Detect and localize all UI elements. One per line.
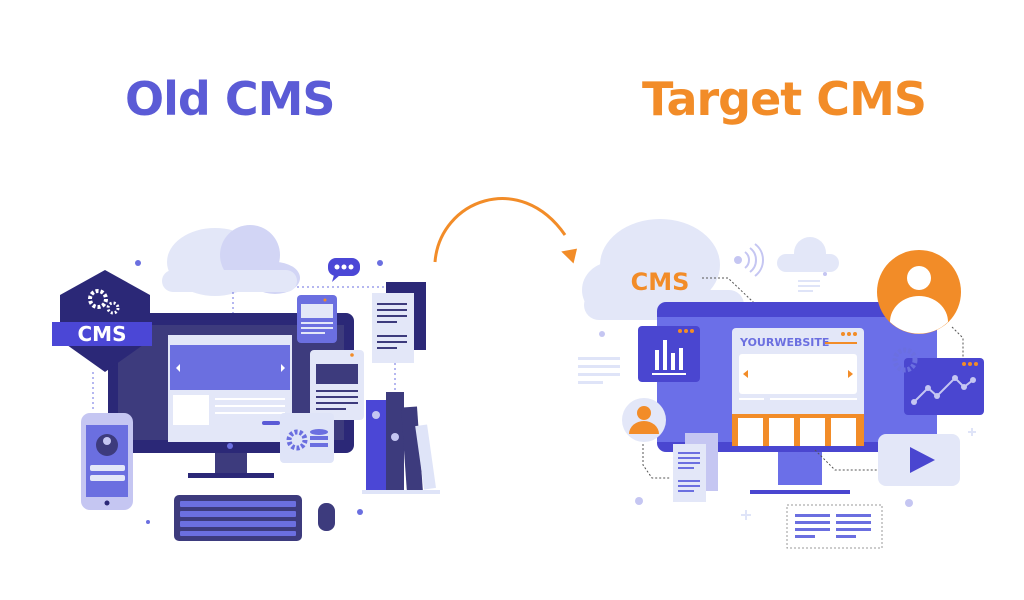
video-play-card [878,434,960,486]
database-settings-icon [280,413,334,463]
avatar-large-icon [877,250,961,334]
gear-icon [892,347,918,373]
cms-badge-label: CMS [78,322,127,346]
line-chart-card [904,358,984,415]
article-window-icon [310,350,364,420]
avatar-small-icon [622,398,666,442]
cms-badge: CMS [52,270,152,372]
small-cloud-icon [777,237,839,272]
text-block [786,504,883,549]
gears-icon [88,289,120,315]
browser-window-icon [297,295,337,343]
decor-lines [578,280,820,384]
documents-icon [673,433,718,502]
cloud-icon [162,225,300,296]
website-label: YOURWEBSITE [739,336,829,349]
old-cms-title: Old CMS [125,72,335,126]
mouse-icon [318,503,335,531]
document-icon [372,282,426,363]
phone-icon [81,413,133,510]
migration-arrow-icon [433,197,578,264]
website-window: YOURWEBSITE [732,328,864,446]
keyboard-icon [174,495,302,541]
cms-cloud-label: CMS [631,268,690,296]
chat-bubble-icon [328,258,360,282]
wifi-signal-icon [734,243,764,277]
old-cms-illustration: CMS [52,225,440,541]
target-cms-illustration: CMS YOURWEBSITE [578,219,984,549]
target-cms-title: Target CMS [642,72,927,126]
books-icon [362,392,440,494]
bar-chart-card [638,326,700,382]
